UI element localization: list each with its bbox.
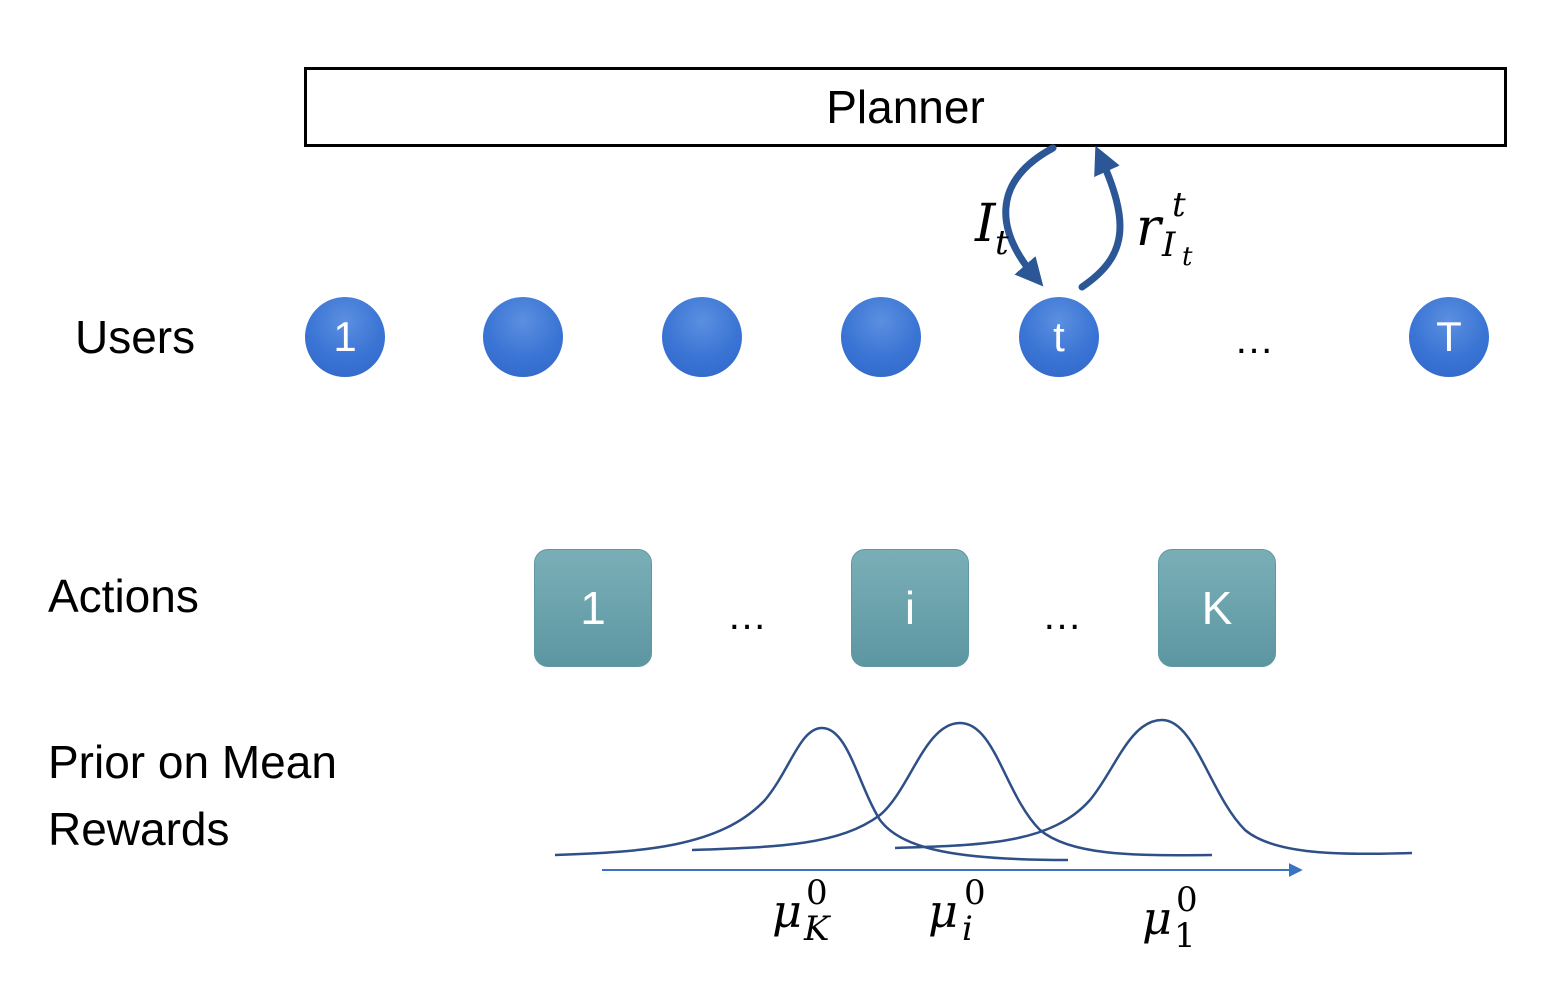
action-label-base: I (975, 194, 996, 254)
prior-label-1-sup: 0 (1176, 880, 1198, 920)
users-ellipsis: … (1234, 318, 1274, 362)
prior-label-K: μ 0 K (772, 876, 852, 958)
reward-up-arrow (1078, 145, 1124, 291)
prior-label-K-sub: K (804, 909, 830, 949)
prior-label-1-sub: 1 (1174, 916, 1196, 956)
prior-label-K-sup: 0 (806, 873, 828, 913)
reward-label-sub: I (1162, 225, 1176, 265)
prior-label-1: μ 0 1 (1142, 883, 1222, 965)
prior-label-i-base: μ (928, 884, 958, 938)
prior-label-K-base: μ (772, 884, 802, 938)
user-node-2 (483, 297, 563, 377)
reward-label-base: r (1136, 198, 1161, 258)
prior-row-label-line1: Prior on Mean (48, 736, 337, 788)
reward-label-subsub: t (1182, 242, 1193, 272)
actions-ellipsis-1: … (727, 594, 767, 638)
prior-curve-1 (894, 718, 1413, 856)
prior-curve-i (691, 721, 1213, 857)
actions-ellipsis-2: … (1042, 594, 1082, 638)
user-node-t: t (1019, 297, 1099, 377)
action-node-1: 1 (534, 549, 652, 667)
prior-label-i: μ 0 i (928, 876, 1008, 958)
prior-row-label-line2: Rewards (48, 803, 230, 855)
action-node-i: i (851, 549, 969, 667)
reward-label-math: r t I t (1136, 188, 1216, 278)
reward-label-sup: t (1172, 185, 1186, 225)
prior-label-i-sub: i (962, 909, 973, 949)
action-label-sub: t (995, 223, 1009, 263)
prior-label-1-base: μ (1142, 891, 1172, 945)
user-node-4 (841, 297, 921, 377)
prior-label-i-sup: 0 (964, 873, 986, 913)
action-label-math: I t (975, 198, 1035, 268)
user-node-1: 1 (305, 297, 385, 377)
user-node-T: T (1409, 297, 1489, 377)
action-node-K: K (1158, 549, 1276, 667)
users-row-label: Users (75, 311, 196, 363)
action-down-arrow (1002, 144, 1057, 287)
planner-label: Planner (826, 81, 985, 133)
actions-row-label: Actions (48, 570, 199, 622)
planner-box: Planner (304, 67, 1507, 147)
user-node-3 (662, 297, 742, 377)
